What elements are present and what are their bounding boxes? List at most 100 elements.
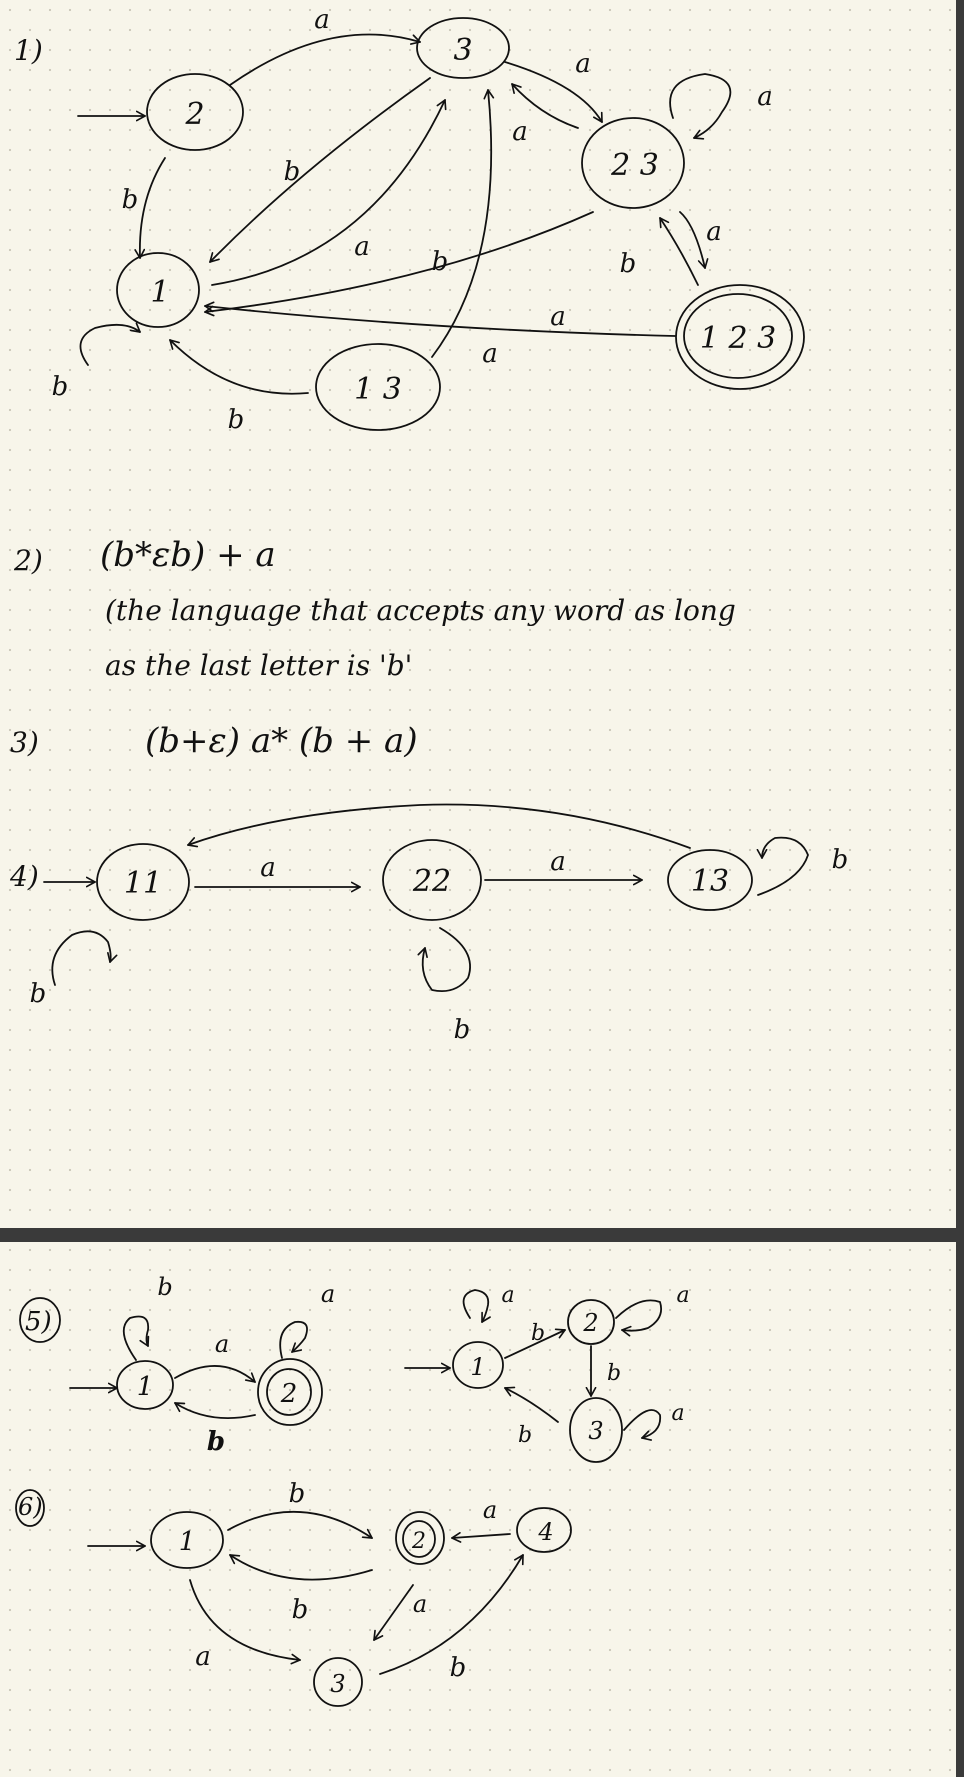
p1-edge-1-self — [79, 322, 141, 366]
p6-edge-2-3 — [373, 1584, 414, 1641]
p1-state-3-label: 3 — [453, 33, 472, 68]
p5a-state-1-label: 1 — [137, 1372, 154, 1402]
page-top — [0, 0, 956, 1228]
problem-4-number: 4) — [9, 860, 39, 893]
p4-edge-13-self — [756, 836, 809, 896]
p5b-state-2: 2 — [567, 1299, 615, 1345]
p4-edge-13-self-label: b — [832, 845, 849, 875]
p6-state-3-label: 3 — [330, 1670, 345, 1698]
problem-6-number: 6) — [18, 1493, 43, 1521]
p1-edge-23-self-label: a — [757, 82, 773, 112]
p1-edge-13-1-label: b — [228, 405, 245, 435]
p6-edge-1-2-label: b — [289, 1479, 306, 1509]
p4-state-13: 13 — [667, 849, 753, 911]
p6-edge-1-3 — [189, 1579, 301, 1665]
p5b-edge-3-self-label: a — [671, 1401, 684, 1426]
p1-edge-23-3-label: a — [512, 117, 528, 147]
p1-edge-23-1 — [204, 211, 594, 317]
p5b-state-1: 1 — [452, 1341, 504, 1389]
p1-edge-13-1 — [169, 339, 309, 395]
p5b-edge-1-self-label: a — [501, 1283, 514, 1308]
p4-edge-22-self-label: b — [454, 1015, 471, 1045]
p1-edge-1-3-label: a — [354, 232, 370, 262]
p4-edge-22-13-label: a — [550, 847, 566, 877]
p1-edge-1-self-label: b — [52, 372, 69, 402]
p6-edge-4-2 — [451, 1532, 511, 1543]
p5a-edge-1-self — [122, 1315, 150, 1361]
p5a-state-2-label: 2 — [280, 1379, 298, 1409]
p1-edge-123-23-label: b — [620, 249, 637, 279]
p5b-edge-3-self — [623, 1409, 662, 1441]
p1-edge-3-23-label: a — [575, 49, 591, 79]
p5a-edge-2-self-label: a — [321, 1280, 335, 1308]
p1-state-123-label: 1 2 3 — [700, 321, 776, 356]
p4-edge-11-self-label: b — [30, 979, 47, 1009]
problem-2: 2) (b*εb) + a (the language that accepts… — [13, 535, 736, 682]
p4-state-11-label: 11 — [124, 866, 162, 901]
p5a-edge-2-1-label: b — [207, 1427, 225, 1457]
p5b-edge-1-2 — [504, 1328, 566, 1359]
p1-state-13: 1 3 — [315, 343, 441, 431]
p1-state-2-label: 2 — [184, 97, 204, 132]
p5b-edge-3-1-label: b — [518, 1423, 532, 1448]
p5-dfa-a: 1 2 b a a b — [69, 1273, 335, 1457]
p5b-state-3: 3 — [569, 1397, 623, 1463]
page-bottom — [0, 1242, 956, 1777]
p1-edge-3-23 — [504, 61, 603, 123]
p5b-edge-1-2-label: b — [531, 1321, 545, 1346]
p1-state-2: 2 — [146, 73, 244, 151]
p5b-state-2-label: 2 — [582, 1309, 598, 1337]
problem-2-regex: (b*εb) + a — [100, 535, 276, 575]
problem-2-number: 2) — [13, 544, 43, 577]
p5a-edge-1-2 — [174, 1365, 256, 1383]
p1-state-3: 3 — [416, 17, 510, 79]
p1-edge-123-1 — [204, 301, 676, 337]
p1-edge-13-3-label-a: a — [482, 339, 498, 369]
p6-edge-1-3-label: a — [195, 1642, 211, 1672]
problem-3: 3) (b+ε) a* (b + a) — [10, 721, 418, 761]
p6-edge-2-1-label: b — [292, 1595, 309, 1625]
p1-state-23: 2 3 — [581, 117, 685, 209]
p5b-edge-2-self — [615, 1299, 663, 1337]
p1-edge-2-1-label: b — [122, 185, 139, 215]
p1-edge-3-1 — [209, 77, 431, 263]
p4-edge-13-11 — [187, 803, 691, 849]
p6-edge-3-4-label: b — [450, 1653, 467, 1683]
problem-5: 5) 1 2 b a a b — [19, 1273, 690, 1463]
p6-state-1: 1 — [150, 1511, 224, 1569]
p6-state-2-label: 2 — [411, 1529, 426, 1554]
problem-1: 1) 2 3 2 3 1 1 2 3 1 3 a — [14, 5, 805, 435]
problem-3-number: 3) — [10, 726, 39, 759]
p5b-state-3-label: 3 — [588, 1417, 603, 1445]
p4-state-22: 22 — [382, 839, 482, 921]
p4-state-22-label: 22 — [412, 864, 451, 899]
p1-edge-123-23 — [659, 217, 699, 286]
p5a-edge-1-2-label: a — [215, 1330, 229, 1358]
p1-state-1: 1 — [116, 252, 200, 328]
p6-edge-4-2-label: a — [483, 1496, 497, 1524]
p1-edge-1-3 — [211, 99, 447, 286]
p4-state-13-label: 13 — [691, 864, 729, 899]
p4-state-11: 11 — [96, 843, 190, 921]
p6-state-4: 4 — [516, 1507, 572, 1553]
p1-state-1-label: 1 — [150, 275, 169, 310]
problem-5-number: 5) — [25, 1307, 52, 1337]
p6-edge-1-2 — [227, 1510, 373, 1539]
p1-edge-23-3 — [511, 83, 579, 129]
p4-edge-22-self — [417, 927, 471, 993]
p1-edge-13-3 — [431, 89, 495, 358]
problem-6: 6) 1 2 4 3 b b a a a b — [15, 1479, 572, 1707]
p5a-edge-1-self-label: b — [157, 1273, 172, 1301]
p1-edge-3-1-label: b — [284, 157, 301, 187]
p5b-edge-1-self — [462, 1289, 491, 1323]
p6-state-4-label: 4 — [537, 1518, 553, 1546]
p1-edge-2-3-label: a — [314, 5, 330, 35]
p5a-edge-2-1 — [174, 1402, 256, 1420]
p1-state-123-accepting: 1 2 3 — [675, 284, 805, 390]
p1-edge-13-3-label: b — [432, 247, 449, 277]
problem-3-regex: (b+ε) a* (b + a) — [145, 721, 418, 761]
p6-edge-3-4 — [379, 1554, 524, 1675]
p5a-edge-2-self — [279, 1320, 308, 1359]
p4-edge-11-22-label: a — [260, 853, 276, 883]
